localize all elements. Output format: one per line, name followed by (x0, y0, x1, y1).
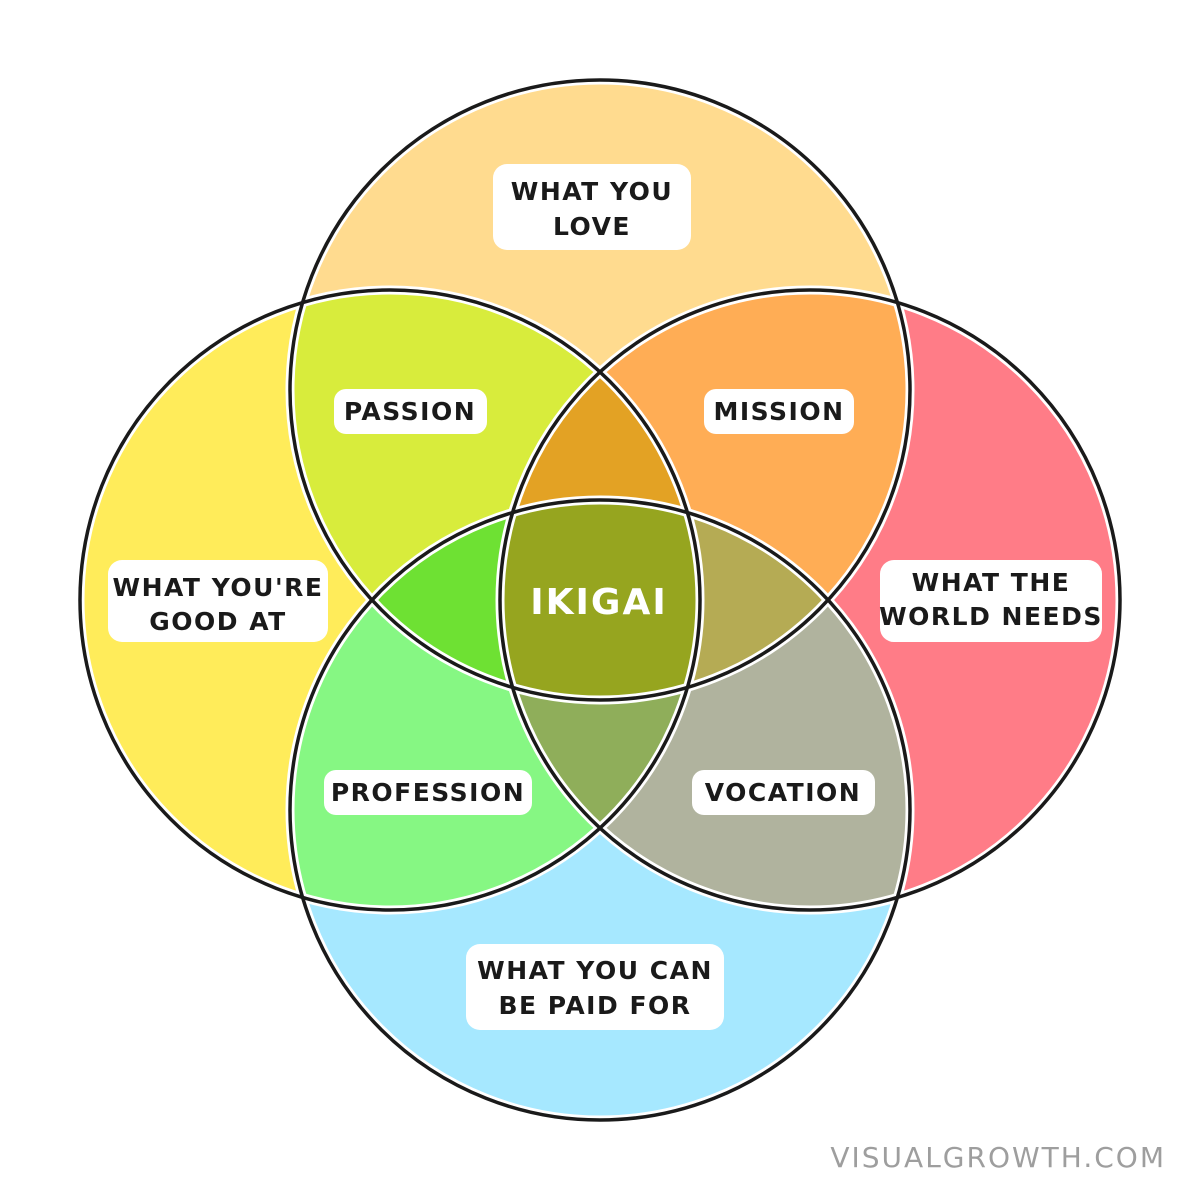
label-line-1: WHAT THE (912, 568, 1071, 597)
label-line-2: LOVE (553, 212, 631, 241)
label-line-2: BE PAID FOR (498, 991, 691, 1020)
outline-good-at (78, 288, 702, 912)
label-box (692, 770, 875, 815)
label-line-2: WORLD NEEDS (879, 602, 1103, 631)
outline-love (288, 78, 912, 702)
label-profession: PROFESSION (324, 770, 532, 815)
label-box (466, 944, 724, 1030)
label-box (880, 560, 1102, 642)
label-line-1: MISSION (713, 397, 844, 426)
label-what-the-world-needs: WHAT THE WORLD NEEDS (879, 560, 1103, 642)
label-line-1: WHAT YOU (511, 177, 673, 206)
outline-paid-for (288, 498, 912, 1122)
label-box (704, 389, 854, 434)
watermark: VISUALGROWTH.COM (830, 1141, 1166, 1174)
circle-outlines (75, 75, 1125, 1125)
label-what-you-can-be-paid-for: WHAT YOU CAN BE PAID FOR (466, 944, 724, 1030)
label-line-1: PASSION (344, 397, 476, 426)
label-box (108, 560, 328, 642)
outline-world-needs (498, 288, 1122, 912)
label-box (334, 389, 487, 434)
label-what-youre-good-at: WHAT YOU'RE GOOD AT (108, 560, 328, 642)
label-line-1: PROFESSION (331, 778, 525, 807)
label-passion: PASSION (334, 389, 487, 434)
label-line-2: GOOD AT (149, 607, 286, 636)
ikigai-label: IKIGAI (530, 582, 668, 623)
label-box (493, 164, 691, 250)
label-line-1: VOCATION (705, 778, 861, 807)
region-good-needs-paid (500, 500, 700, 910)
label-what-you-love: WHAT YOU LOVE (493, 164, 691, 250)
label-vocation: VOCATION (692, 770, 875, 815)
label-line-1: WHAT YOU CAN (477, 956, 713, 985)
label-box (324, 770, 532, 815)
label-mission: MISSION (704, 389, 854, 434)
label-line-1: WHAT YOU'RE (113, 573, 324, 602)
